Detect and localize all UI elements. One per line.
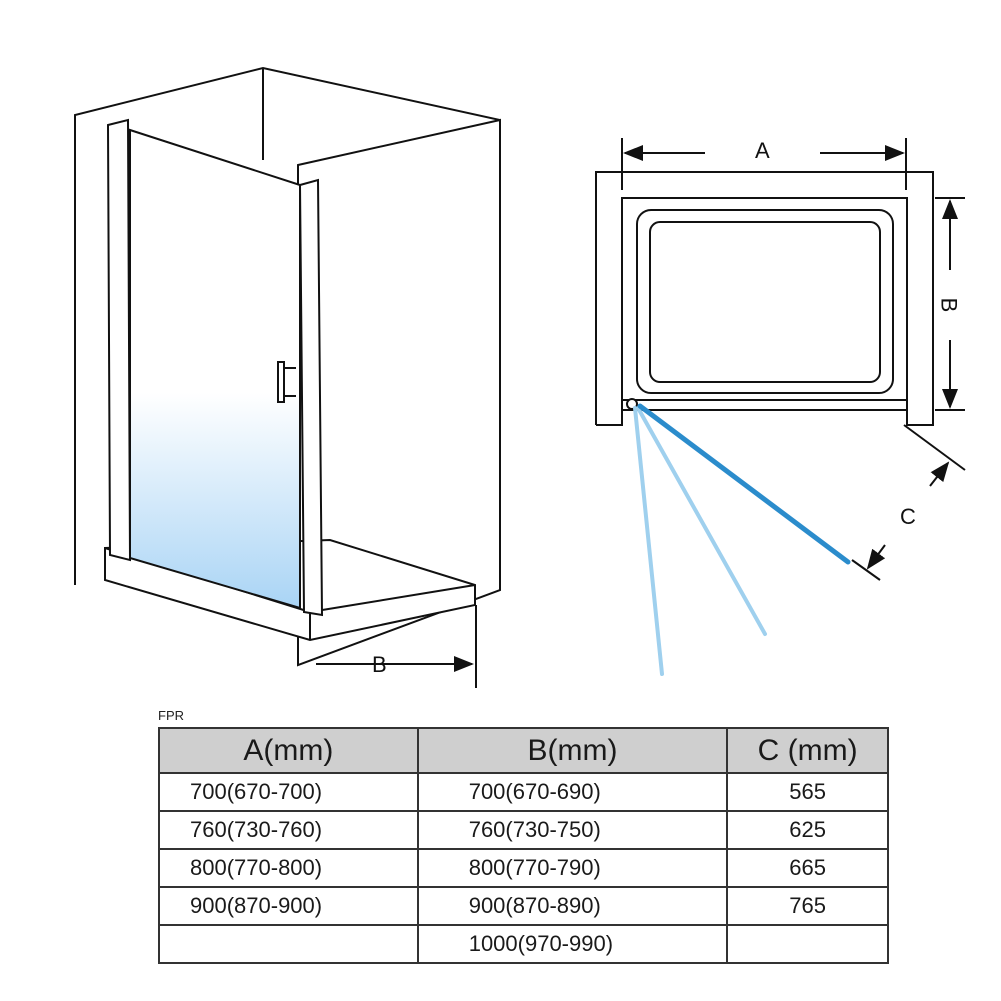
dimensions-table: A(mm) B(mm) C (mm) 700(670-700)700(670-6…: [158, 727, 889, 964]
cell-b: 800(770-790): [416, 848, 729, 888]
table-row: 760(730-760)760(730-750)625: [158, 810, 889, 850]
glass-door: [129, 128, 301, 610]
cell-b: 760(730-750): [416, 810, 729, 850]
cell-b: 700(670-690): [416, 772, 729, 812]
dimension-b-label: B: [936, 297, 962, 313]
door-swing: [633, 403, 851, 676]
door-ghost-2: [636, 406, 767, 636]
cell-a: 760(730-760): [158, 810, 419, 850]
dimension-c-label: C: [900, 504, 916, 529]
header-a: A(mm): [158, 727, 419, 774]
table-caption: FPR: [158, 708, 184, 723]
header-c: C (mm): [726, 727, 889, 774]
cell-c: 625: [726, 810, 889, 850]
cell-a: 800(770-800): [158, 848, 419, 888]
table-row: 700(670-700)700(670-690)565: [158, 772, 889, 812]
table-header: A(mm) B(mm) C (mm): [158, 727, 889, 774]
cell-c: 665: [726, 848, 889, 888]
door-open: [637, 403, 851, 565]
cell-a: [158, 924, 419, 964]
cell-a: 700(670-700): [158, 772, 419, 812]
door-ghost-1: [633, 406, 664, 676]
hinge-profile: [106, 118, 132, 562]
dimension-b-perspective: B: [372, 652, 387, 677]
cell-c: 565: [726, 772, 889, 812]
door-handle: [277, 361, 285, 403]
cell-b: 900(870-890): [416, 886, 729, 926]
dimension-a-label: A: [755, 138, 770, 163]
cell-c: [726, 924, 889, 964]
cell-c: 765: [726, 886, 889, 926]
header-b: B(mm): [416, 727, 729, 774]
cell-a: 900(870-900): [158, 886, 419, 926]
cell-b: 1000(970-990): [416, 924, 729, 964]
wall-profile: [298, 178, 324, 617]
plan-view: [595, 138, 966, 581]
table-row: 800(770-800)800(770-790)665: [158, 848, 889, 888]
table-row: 900(870-900)900(870-890)765: [158, 886, 889, 926]
perspective-view: [74, 66, 501, 688]
table-row: 1000(970-990): [158, 924, 889, 964]
